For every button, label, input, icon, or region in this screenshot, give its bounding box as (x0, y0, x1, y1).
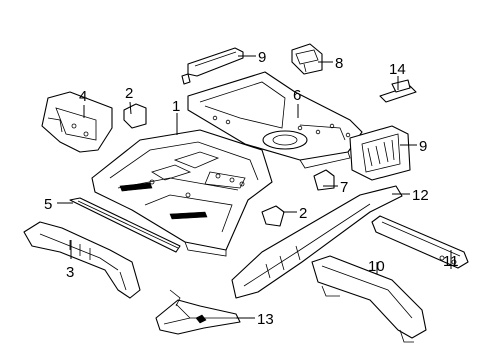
part-rear-panel-extension (349, 125, 411, 181)
callout-9a: 9 (258, 49, 266, 66)
leader-lines (57, 55, 452, 319)
part-bracket-upper (181, 47, 244, 85)
callout-14: 14 (389, 61, 406, 78)
part-10-member (311, 255, 427, 343)
callout-6: 6 (293, 87, 301, 104)
part-cross-member (69, 197, 181, 253)
part-spare-tire-floor (187, 71, 363, 169)
callout-2a: 2 (125, 85, 133, 102)
callout-10: 10 (368, 258, 385, 275)
callout-3: 3 (66, 264, 74, 281)
callout-11: 11 (443, 253, 459, 270)
part-side-member-right (231, 185, 403, 299)
callout-2b: 2 (299, 205, 307, 222)
part-gusset-upper (123, 103, 147, 129)
callout-8: 8 (335, 55, 343, 72)
part-side-member-left (23, 221, 141, 299)
part-11-reinforcement (371, 215, 469, 269)
callout-1: 1 (172, 98, 180, 115)
part-14-bracket (379, 79, 417, 103)
part-13-bracket (155, 289, 241, 335)
callout-4: 4 (79, 88, 87, 105)
part-wheelhouse-left (41, 91, 113, 153)
callout-5: 5 (44, 196, 52, 213)
part-gusset-lower (261, 205, 285, 227)
part-7-bracket (313, 169, 335, 191)
callout-labels: 1 2 2 3 4 5 6 7 8 9 9 10 11 12 13 14 (44, 49, 459, 328)
callout-12: 12 (412, 187, 429, 204)
callout-13: 13 (257, 311, 274, 328)
part-small-bracket (291, 43, 323, 75)
callout-7: 7 (340, 179, 348, 196)
part-rear-floor-pan (91, 129, 273, 257)
callout-9b: 9 (419, 138, 427, 155)
